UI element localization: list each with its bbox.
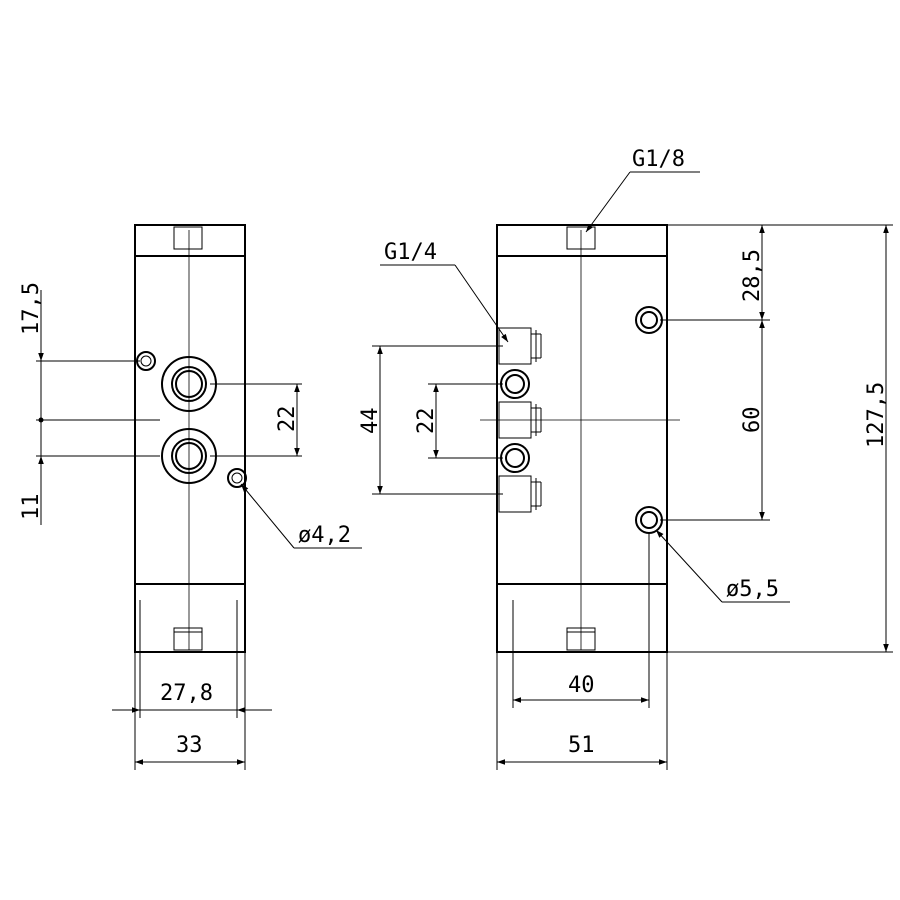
- right-valve-body: [496, 224, 668, 653]
- right-dim-total-width: 51: [568, 733, 595, 758]
- right-dim-hole-spacing-height: 60: [740, 407, 765, 434]
- right-mounting-hole-top: [635, 306, 663, 334]
- left-dim-port-spacing: 22: [275, 406, 300, 433]
- left-dim-top-offset: 17,5: [19, 282, 44, 335]
- right-side-fitting-lower: [498, 475, 542, 513]
- right-view: G1/8 G1/4 44 22 28,5 60 127,5 ø5,5: [358, 147, 893, 770]
- right-mounting-hole-diameter: ø5,5: [726, 577, 779, 602]
- left-dim-total-width: 33: [176, 733, 203, 758]
- right-thread-top: G1/8: [632, 147, 685, 172]
- left-mounting-hole-diameter: ø4,2: [298, 523, 351, 548]
- right-side-fitting-upper: [498, 327, 542, 365]
- right-side-fitting-middle: [498, 401, 542, 439]
- right-dim-port-inner-spacing: 22: [414, 408, 439, 435]
- left-dim-hole-spacing-width: 27,8: [160, 681, 213, 706]
- left-bottom-port: [173, 627, 203, 651]
- left-top-port: [173, 226, 203, 250]
- right-mounting-hole-bottom: [635, 506, 663, 534]
- right-dim-hole-spacing-width: 40: [568, 673, 595, 698]
- right-dim-port-outer-spacing: 44: [358, 408, 383, 435]
- right-pilot-port-upper: [500, 369, 530, 399]
- right-dim-total-height: 127,5: [864, 382, 889, 448]
- right-dim-top-to-hole: 28,5: [740, 249, 765, 302]
- left-valve-body: [134, 224, 246, 653]
- left-dim-bottom-offset: 11: [19, 494, 44, 521]
- right-pilot-port-lower: [500, 443, 530, 473]
- left-mounting-hole-bottom: [227, 468, 247, 488]
- right-thread-side: G1/4: [384, 240, 437, 265]
- left-view: 17,5 11 22 ø4,2 27,8 33: [19, 224, 362, 770]
